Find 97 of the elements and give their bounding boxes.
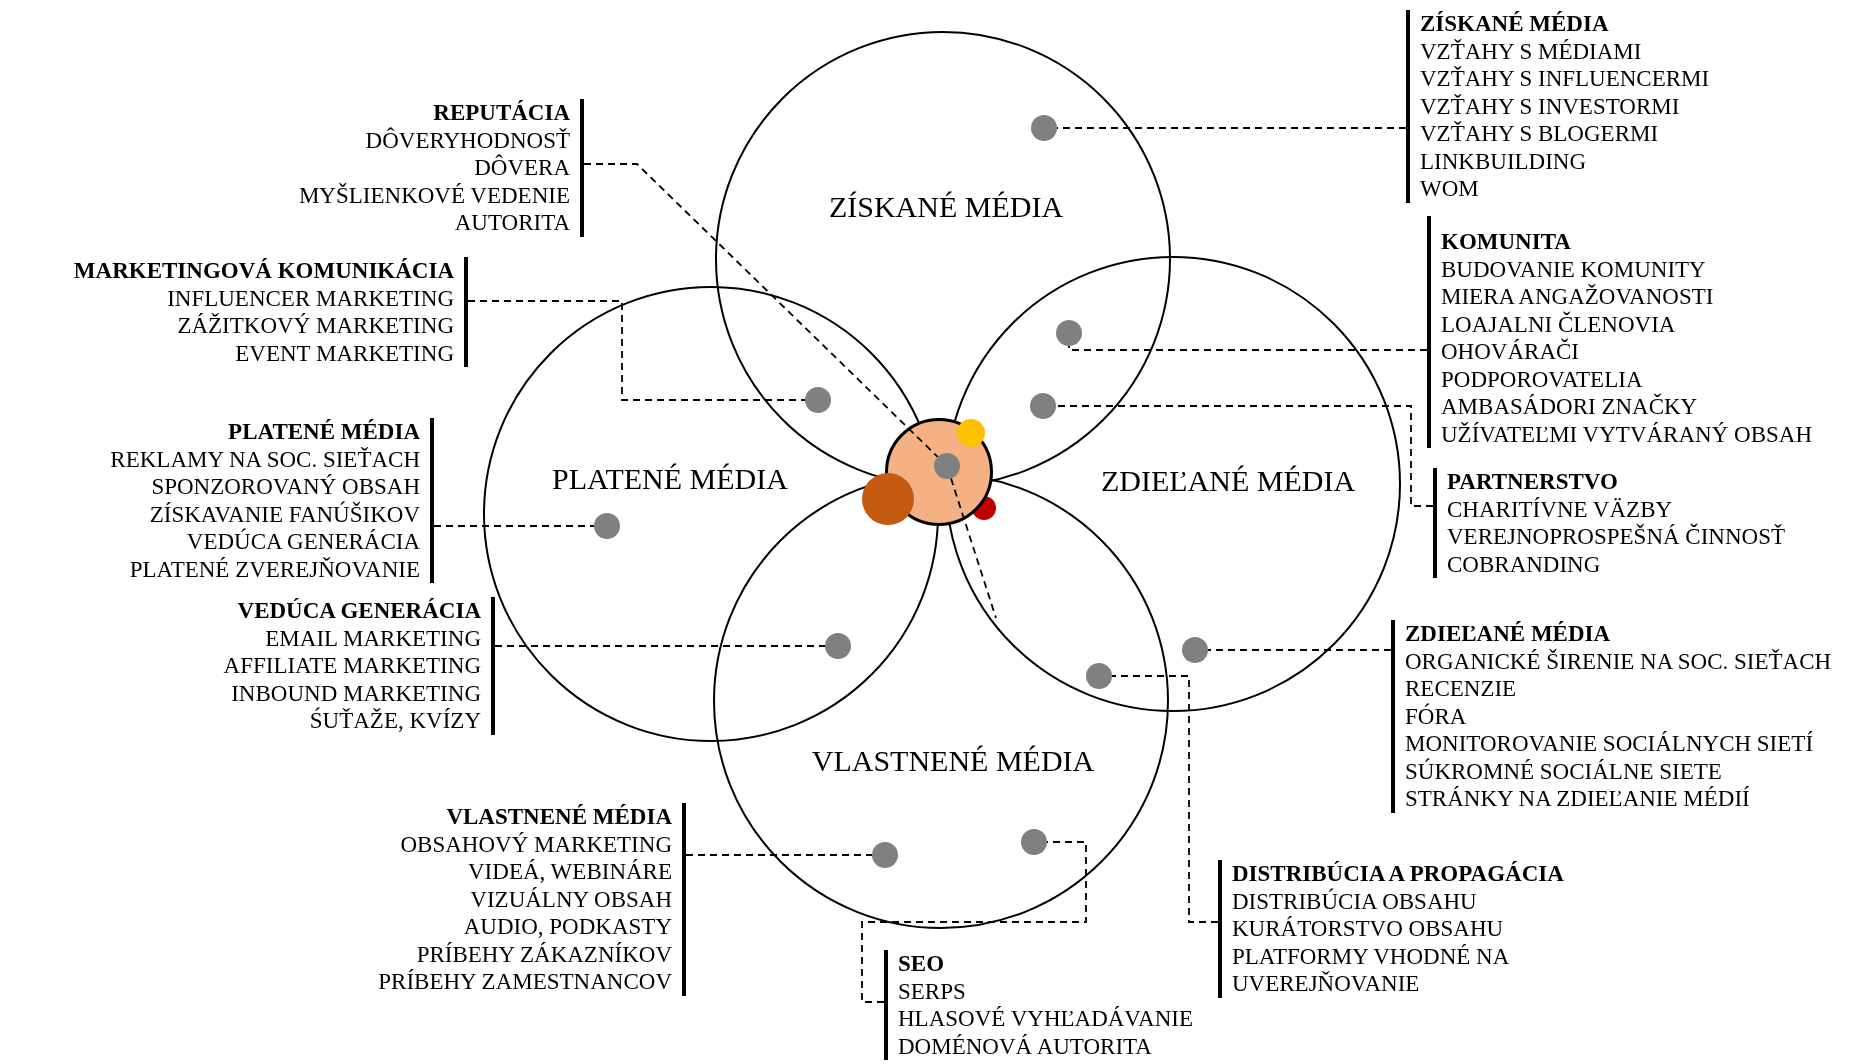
callout-block bbox=[1427, 216, 1812, 448]
list-item: EMAIL MARKETING bbox=[264, 624, 481, 652]
list-item: MONITOROVANIE SOCIÁLNYCH SIETÍ bbox=[1405, 730, 1815, 758]
callout-block bbox=[73, 257, 468, 367]
list-item: VIZUÁLNY OBSAH bbox=[469, 885, 672, 913]
list-item: MYŠLIENKOVÉ VEDENIE bbox=[298, 181, 570, 209]
list-item: WOM bbox=[1420, 175, 1480, 203]
leader-line bbox=[1056, 127, 1407, 129]
list-item: ŚUŤAŽE, KVÍZY bbox=[308, 707, 481, 735]
marker-dot bbox=[1056, 320, 1082, 346]
callout-heading: VLASTNENÉ MÉDIA bbox=[445, 803, 672, 831]
leader-line bbox=[494, 645, 826, 647]
list-item: REKLAMY NA SOC. SIEŤACH bbox=[110, 445, 420, 473]
callout-heading: MARKETINGOVÁ KOMUNIKÁCIA bbox=[73, 257, 454, 285]
circle-label: ZÍSKANÉ MÉDIA bbox=[828, 190, 1064, 224]
callout-block bbox=[884, 950, 1193, 1060]
list-item: LINKBUILDING bbox=[1420, 147, 1588, 175]
list-item: SPONZOROVANÝ OBSAH bbox=[150, 473, 420, 501]
list-item: OHOVÁRAČI bbox=[1441, 338, 1580, 366]
marker-dot bbox=[1086, 663, 1112, 689]
leader-line bbox=[1055, 405, 1434, 507]
list-item: FÓRA bbox=[1405, 702, 1468, 730]
marker-dot bbox=[594, 513, 620, 539]
marker-dot bbox=[1031, 115, 1057, 141]
callout-heading: PLATENÉ MÉDIA bbox=[227, 418, 420, 446]
list-item: VEREJNOPROSPEŠNÁ ČINNOSŤ bbox=[1447, 523, 1786, 551]
leader-line bbox=[1207, 649, 1392, 651]
list-item: INFLUENCER MARKETING bbox=[166, 284, 454, 312]
list-item: UŽÍVATEĽMI VYTVÁRANÝ OBSAH bbox=[1441, 420, 1812, 448]
leader-line bbox=[467, 300, 806, 401]
list-item: VEDÚCA GENERÁCIA bbox=[185, 528, 420, 556]
circle-label: VLASTNENÉ MÉDIA bbox=[811, 744, 1095, 778]
list-item: VZŤAHY S BLOGERMI bbox=[1420, 120, 1660, 148]
list-item: OBSAHOVÝ MARKETING bbox=[399, 830, 672, 858]
list-item: LOAJALNI ČLENOVIA bbox=[1441, 310, 1677, 338]
list-item: VZŤAHY S MÉDIAMI bbox=[1420, 37, 1643, 65]
callout-block bbox=[223, 597, 495, 735]
marker-dot bbox=[825, 633, 851, 659]
callout-block bbox=[1406, 10, 1710, 203]
callout-heading: VEDÚCA GENERÁCIA bbox=[236, 597, 481, 625]
list-item: SÚKROMNÉ SOCIÁLNE SIETE bbox=[1405, 757, 1723, 785]
callout-heading: ZÍSKANÉ MÉDIA bbox=[1420, 10, 1610, 38]
list-item: INBOUND MARKETING bbox=[230, 679, 481, 707]
callout-block bbox=[110, 418, 434, 583]
list-item: AUTORITA bbox=[453, 209, 570, 237]
callout-heading: ZDIEĽANÉ MÉDIA bbox=[1405, 620, 1612, 648]
list-item: DOMÉNOVÁ AUTORITA bbox=[898, 1032, 1153, 1060]
list-item: DISTRIBÚCIA OBSAHU bbox=[1232, 887, 1478, 915]
callout-block bbox=[1433, 468, 1786, 578]
list-item: DÔVERYHODNOSŤ bbox=[364, 126, 570, 154]
circle-label: PLATENÉ MÉDIA bbox=[552, 462, 788, 496]
list-item: PODPOROVATELIA bbox=[1441, 365, 1644, 393]
marker-dot bbox=[872, 842, 898, 868]
list-item: VZŤAHY S INFLUENCERMI bbox=[1420, 65, 1710, 93]
marker-dot bbox=[1021, 829, 1047, 855]
list-item: CHARITÍVNE VÄZBY bbox=[1447, 495, 1674, 523]
callout-heading: REPUTÁCIA bbox=[432, 99, 570, 127]
callout-heading: PARTNERSTVO bbox=[1447, 468, 1619, 496]
leader-line bbox=[950, 477, 997, 619]
list-item: KURÁTORSTVO OBSAHU bbox=[1232, 915, 1505, 943]
marker-dot bbox=[1182, 637, 1208, 663]
leader-line bbox=[433, 525, 595, 527]
callout-block bbox=[298, 99, 584, 237]
list-item: SERPS bbox=[898, 977, 967, 1005]
list-item: HLASOVÉ VYHĽADÁVANIE bbox=[898, 1005, 1193, 1033]
list-item: PLATENÉ ZVEREJŇOVANIE bbox=[128, 555, 420, 583]
list-item: AFFILIATE MARKETING bbox=[223, 652, 481, 680]
list-item: AUDIO, PODKASTY bbox=[462, 913, 672, 941]
list-item: COBRANDING bbox=[1447, 550, 1602, 578]
list-item: AMBASÁDORI ZNAČKY bbox=[1441, 393, 1699, 421]
leader-line bbox=[1068, 345, 1428, 351]
list-item: ZÍSKAVANIE FANÚŠIKOV bbox=[148, 500, 420, 528]
callout-block bbox=[1391, 620, 1832, 813]
list-item: ZÁŽITKOVÝ MARKETING bbox=[176, 312, 454, 340]
list-item: MIERA ANGAŽOVANOSTI bbox=[1441, 283, 1715, 311]
list-item: STRÁNKY NA ZDIEĽANIE MÉDIÍ bbox=[1405, 785, 1751, 813]
list-item: BUDOVANIE KOMUNITY bbox=[1441, 255, 1707, 283]
callout-heading: DISTRIBÚCIA A PROPAGÁCIA bbox=[1232, 860, 1565, 888]
list-item: VZŤAHY S INVESTORMI bbox=[1420, 92, 1681, 120]
list-item: DÔVERA bbox=[473, 154, 570, 182]
list-item: VIDEÁ, WEBINÁRE bbox=[467, 858, 672, 886]
list-item: ORGANICKÉ ŠIRENIE NA SOC. SIEŤACH bbox=[1405, 647, 1832, 675]
leader-line bbox=[685, 854, 873, 856]
list-item: RECENZIE bbox=[1405, 675, 1518, 703]
list-item: PRÍBEHY ZAMESTNANCOV bbox=[378, 968, 672, 996]
list-item: PLATFORMY VHODNÉ NA UVEREJŇOVANIE bbox=[1232, 942, 1510, 998]
circle-label: ZDIEĽANÉ MÉDIA bbox=[1100, 464, 1356, 498]
callout-heading: KOMUNITA bbox=[1441, 228, 1572, 256]
callout-block bbox=[378, 803, 686, 996]
leader-line bbox=[1111, 675, 1219, 923]
leader-line bbox=[583, 163, 939, 458]
callout-heading: SEO bbox=[898, 950, 946, 978]
list-item: EVENT MARKETING bbox=[234, 339, 454, 367]
marker-dot bbox=[1030, 393, 1056, 419]
marker-dot bbox=[805, 387, 831, 413]
list-item: PRÍBEHY ZÁKAZNÍKOV bbox=[415, 940, 672, 968]
leader-line bbox=[861, 841, 1087, 1003]
